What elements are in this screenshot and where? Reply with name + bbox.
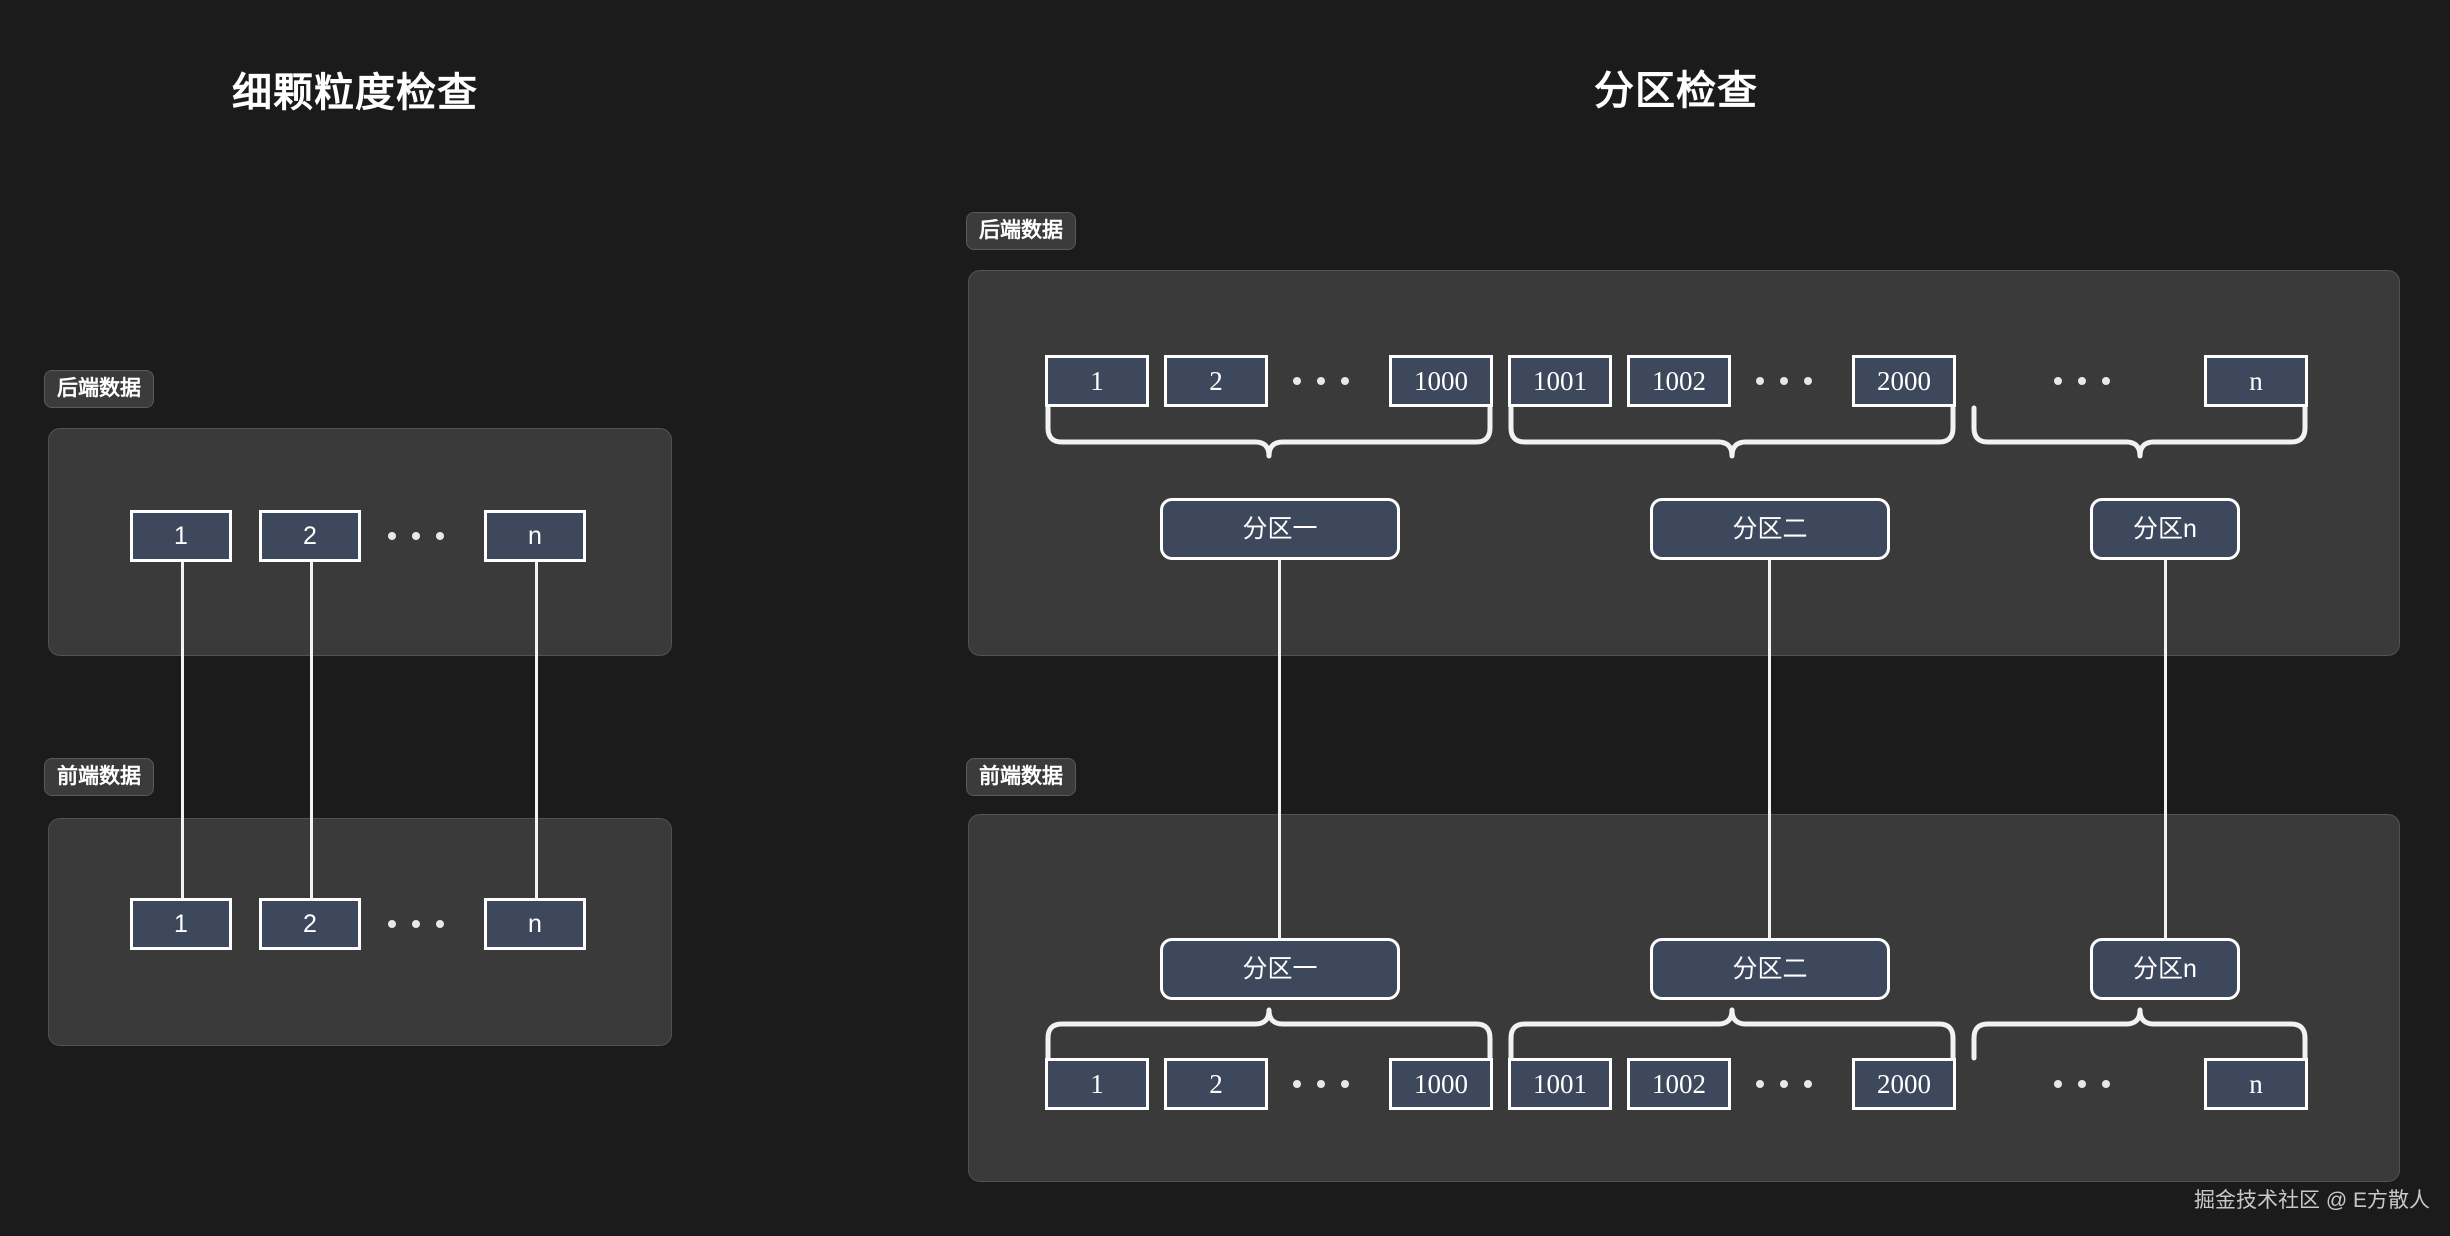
left-connector-1 xyxy=(181,560,184,920)
right-connector-partition-n xyxy=(2164,560,2167,938)
left-connector-2 xyxy=(310,560,313,920)
left-backend-tag: 后端数据 xyxy=(44,370,154,408)
right-backend-brace-n xyxy=(1971,405,2308,466)
left-frontend-box-2: 2 xyxy=(259,898,361,950)
right-frontend-brace-n xyxy=(1971,1000,2308,1061)
right-backend-g3-box-n: n xyxy=(2204,355,2308,407)
right-backend-partition-2: 分区二 xyxy=(1650,498,1890,560)
left-connector-n xyxy=(535,560,538,920)
left-backend-ellipsis-icon xyxy=(388,532,444,540)
right-backend-g2-box-1001: 1001 xyxy=(1508,355,1612,407)
right-backend-g1-box-1: 1 xyxy=(1045,355,1149,407)
left-frontend-box-n: n xyxy=(484,898,586,950)
right-backend-g1-ellipsis-icon xyxy=(1293,377,1349,385)
left-frontend-ellipsis-icon xyxy=(388,920,444,928)
left-backend-box-1: 1 xyxy=(130,510,232,562)
left-backend-box-n: n xyxy=(484,510,586,562)
right-backend-partition-n: 分区n xyxy=(2090,498,2240,560)
right-frontend-g2-box-1001: 1001 xyxy=(1508,1058,1612,1110)
right-frontend-partition-2: 分区二 xyxy=(1650,938,1890,1000)
right-backend-tag: 后端数据 xyxy=(966,212,1076,250)
right-frontend-g3-box-n: n xyxy=(2204,1058,2308,1110)
right-frontend-tag: 前端数据 xyxy=(966,758,1076,796)
left-section-title: 细颗粒度检查 xyxy=(232,71,478,115)
right-backend-partition-1: 分区一 xyxy=(1160,498,1400,560)
right-backend-brace-1 xyxy=(1045,405,1493,466)
right-backend-g1-box-1000: 1000 xyxy=(1389,355,1493,407)
right-frontend-g2-box-2000: 2000 xyxy=(1852,1058,1956,1110)
left-backend-box-2: 2 xyxy=(259,510,361,562)
right-frontend-g3-ellipsis-icon xyxy=(2054,1080,2110,1088)
watermark: 掘金技术社区 @ E方散人 xyxy=(2194,1189,2430,1212)
right-backend-g3-ellipsis-icon xyxy=(2054,377,2110,385)
right-backend-g2-box-2000: 2000 xyxy=(1852,355,1956,407)
right-frontend-g1-box-1000: 1000 xyxy=(1389,1058,1493,1110)
right-frontend-g1-box-1: 1 xyxy=(1045,1058,1149,1110)
right-frontend-partition-1: 分区一 xyxy=(1160,938,1400,1000)
right-backend-g1-box-2: 2 xyxy=(1164,355,1268,407)
right-frontend-partition-n: 分区n xyxy=(2090,938,2240,1000)
right-section-title: 分区检查 xyxy=(1594,69,1758,113)
right-backend-g2-ellipsis-icon xyxy=(1756,377,1812,385)
right-frontend-g1-box-2: 2 xyxy=(1164,1058,1268,1110)
right-backend-panel xyxy=(968,270,2400,656)
right-connector-partition-1 xyxy=(1278,560,1281,938)
right-backend-g2-box-1002: 1002 xyxy=(1627,355,1731,407)
right-frontend-g2-ellipsis-icon xyxy=(1756,1080,1812,1088)
right-connector-partition-2 xyxy=(1768,560,1771,938)
right-backend-brace-2 xyxy=(1508,405,1956,466)
right-frontend-brace-2 xyxy=(1508,1000,1956,1061)
right-frontend-g2-box-1002: 1002 xyxy=(1627,1058,1731,1110)
right-frontend-brace-1 xyxy=(1045,1000,1493,1061)
left-frontend-box-1: 1 xyxy=(130,898,232,950)
left-frontend-tag: 前端数据 xyxy=(44,758,154,796)
right-frontend-g1-ellipsis-icon xyxy=(1293,1080,1349,1088)
